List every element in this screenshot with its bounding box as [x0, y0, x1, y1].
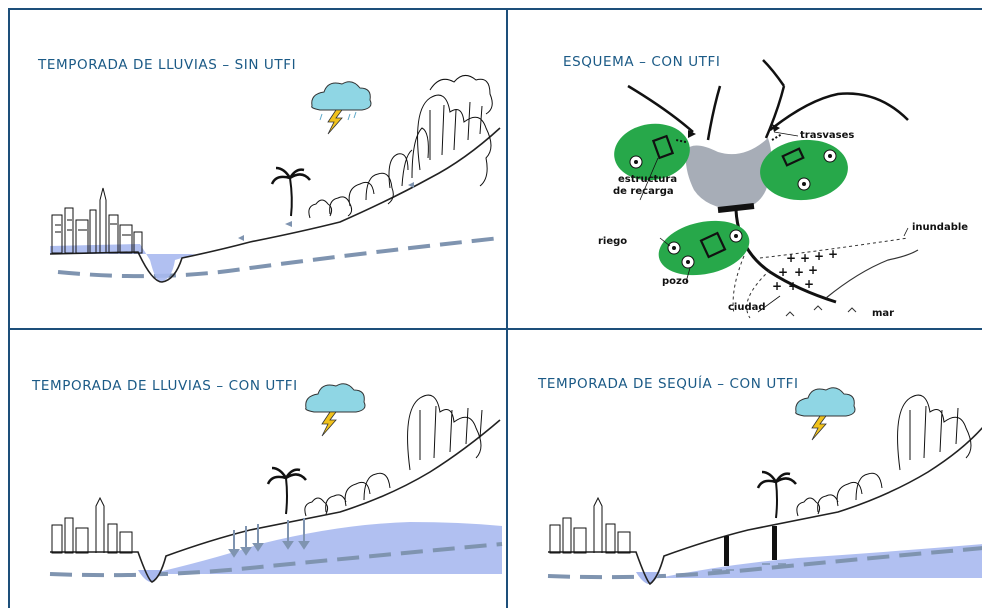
- panel-title: ESQUEMA – CON UTFI: [563, 54, 721, 70]
- label-estructura-line2: de recarga: [613, 186, 674, 197]
- ground-line: [50, 419, 501, 583]
- recharge-field-left: [614, 123, 690, 181]
- label-trasvases: trasvases: [800, 130, 855, 141]
- landscape-illustration: [547, 387, 982, 586]
- svg-text:+: +: [814, 249, 824, 263]
- panel-title: TEMPORADA DE LLUVIAS – SIN UTFI: [38, 57, 297, 73]
- utfi-scheme-diagram: ++++ +++ +++: [614, 59, 919, 319]
- svg-text:+: +: [772, 279, 782, 293]
- svg-text:+: +: [794, 265, 804, 279]
- dam: [717, 203, 755, 213]
- extraction-wells: [724, 526, 777, 566]
- svg-text:+: +: [828, 247, 838, 261]
- city-marks: ++++ +++ +++: [772, 247, 838, 293]
- city-skyline-icon: [549, 496, 631, 554]
- pumping-arrows: [712, 563, 786, 571]
- water-table-line: [49, 542, 503, 578]
- cloud-icon: [305, 383, 366, 437]
- runoff-arrows: [238, 182, 414, 241]
- svg-text:+: +: [800, 251, 810, 265]
- cloud-icon: [311, 81, 372, 135]
- irrigation-field: [658, 220, 750, 276]
- svg-text:+: +: [778, 265, 788, 279]
- forest-icon: [304, 394, 483, 517]
- forest-icon: [796, 394, 972, 517]
- city-skyline-icon: [51, 187, 143, 254]
- svg-text:+: +: [808, 263, 818, 277]
- landscape-illustration: [49, 75, 501, 283]
- recharged-aquifer: [150, 522, 502, 574]
- svg-text:+: +: [788, 279, 798, 293]
- svg-text:+: +: [804, 277, 814, 291]
- lightning-icon: [811, 415, 827, 441]
- label-riego: riego: [598, 236, 628, 247]
- water-table-line: [57, 236, 501, 279]
- forest-icon: [308, 75, 493, 219]
- label-inundable: inundable: [912, 222, 969, 233]
- panel-title: TEMPORADA DE SEQUÍA – CON UTFI: [538, 376, 799, 392]
- city-skyline-icon: [51, 496, 133, 554]
- panel-title: TEMPORADA DE LLUVIAS – CON UTFI: [32, 378, 298, 394]
- label-ciudad: ciudad: [728, 302, 766, 313]
- ground-line: [548, 427, 982, 586]
- cloud-icon: [795, 387, 856, 441]
- svg-text:+: +: [786, 251, 796, 265]
- panel-rainy-season-with-utfi: TEMPORADA DE LLUVIAS – CON UTFI: [8, 328, 508, 608]
- palm-tree-icon: [756, 470, 797, 519]
- landscape-illustration: [49, 383, 503, 583]
- panel-rainy-season-without-utfi: TEMPORADA DE LLUVIAS – SIN UTFI: [8, 8, 508, 330]
- water-table-line: [547, 546, 982, 580]
- panel-scheme-with-utfi: ESQUEMA – CON UTFI ++++ +++ +++: [506, 8, 982, 330]
- ground-line: [49, 127, 501, 283]
- reservoir: [685, 138, 772, 210]
- label-estructura-line1: estructura: [618, 174, 678, 185]
- label-pozo: pozo: [662, 276, 689, 287]
- recharge-field-right: [760, 139, 848, 201]
- palm-tree-icon: [270, 166, 311, 217]
- lightning-icon: [327, 109, 343, 135]
- panel-dry-season-with-utfi: TEMPORADA DE SEQUÍA – CON UTFI: [506, 328, 982, 608]
- label-mar: mar: [872, 308, 895, 319]
- infiltration-arrows: [228, 518, 310, 558]
- lightning-icon: [321, 411, 337, 437]
- palm-tree-icon: [266, 466, 307, 515]
